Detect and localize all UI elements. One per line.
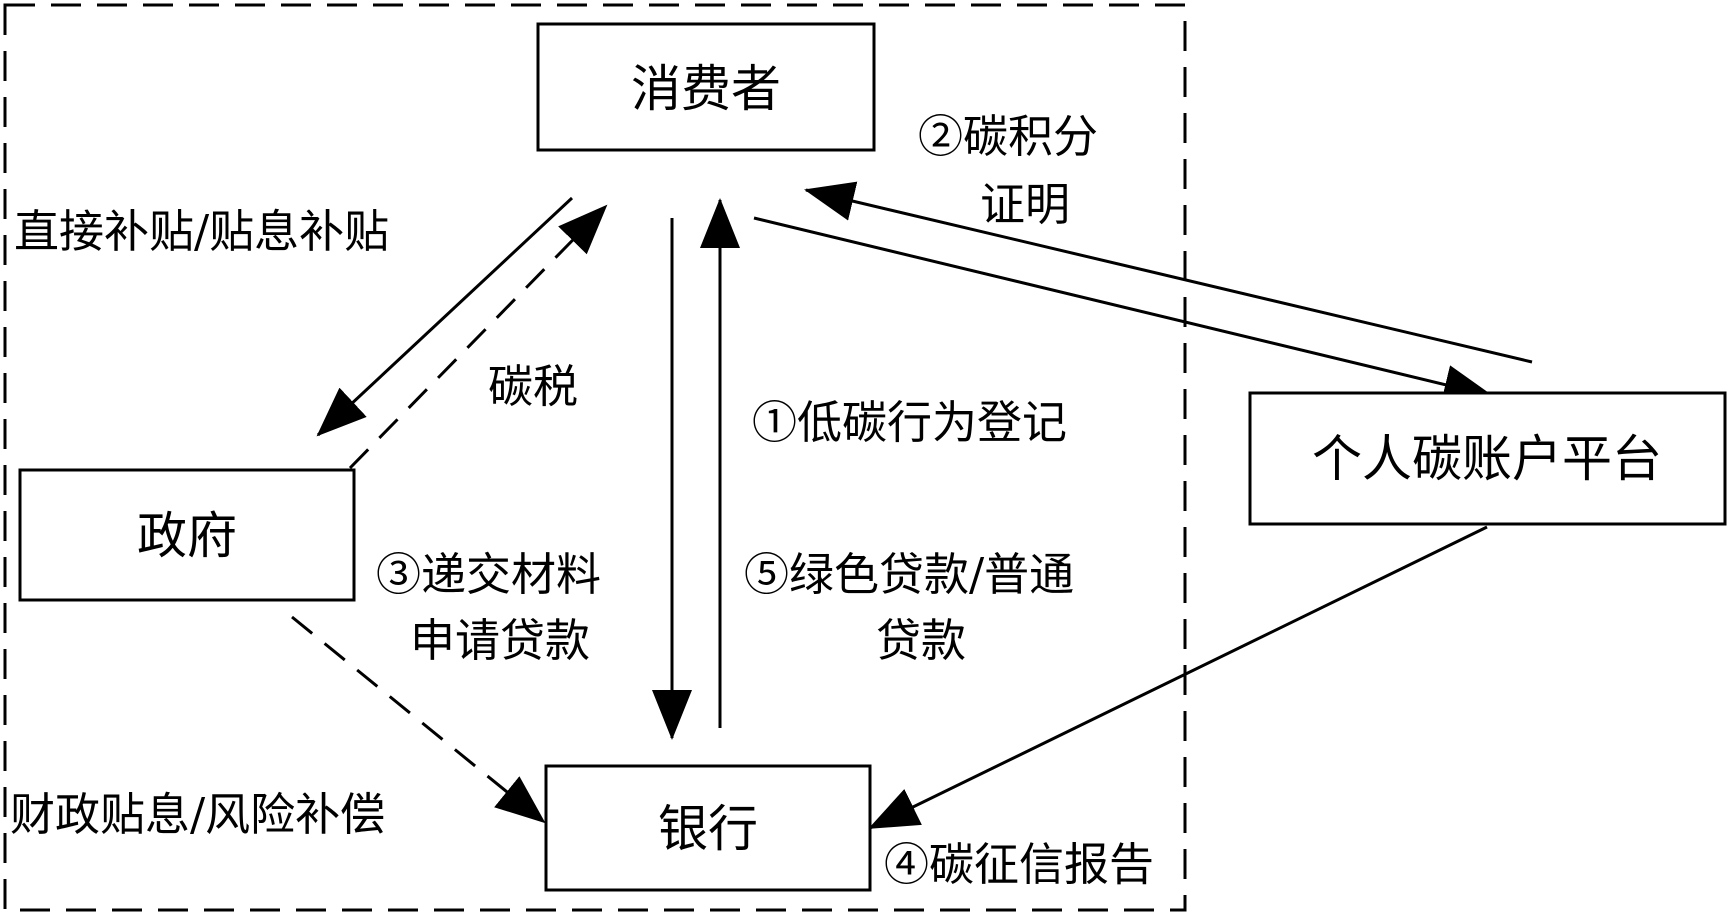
edge-consumer-to-government [316, 196, 574, 437]
node-consumer-label: 消费者 [631, 60, 781, 118]
label-step3-line1: ③递交材料 [376, 548, 601, 601]
label-step3-line2: 申请贷款 [410, 614, 590, 667]
edge-consumer-to-platform [753, 216, 1494, 405]
node-consumer: 消费者 [536, 22, 876, 152]
label-direct-subsidy: 直接补贴/贴息补贴 [14, 205, 389, 258]
node-platform: 个人碳账户平台 [1248, 391, 1727, 526]
system-boundary [3, 3, 1187, 912]
label-step2-line2: 证明 [980, 178, 1070, 231]
label-step5-line2: 贷款 [876, 614, 966, 667]
node-bank-label: 银行 [658, 800, 758, 858]
label-fiscal: 财政贴息/风险补偿 [10, 788, 385, 841]
edge-platform-to-consumer [804, 181, 1533, 364]
edge-government-to-bank [291, 615, 546, 824]
label-step1: ①低碳行为登记 [752, 396, 1067, 449]
label-carbon-tax: 碳税 [488, 360, 578, 413]
node-government-label: 政府 [137, 507, 237, 565]
label-step4: ④碳征信报告 [884, 838, 1154, 891]
edge-platform-to-bank [868, 525, 1488, 830]
label-step5-line1: ⑤绿色贷款/普通 [744, 548, 1074, 601]
node-bank: 银行 [544, 764, 872, 892]
label-step2-line1: ②碳积分 [918, 110, 1098, 163]
node-platform-label: 个人碳账户平台 [1312, 430, 1662, 488]
node-government: 政府 [18, 468, 356, 602]
edge-government-to-consumer [348, 204, 608, 470]
